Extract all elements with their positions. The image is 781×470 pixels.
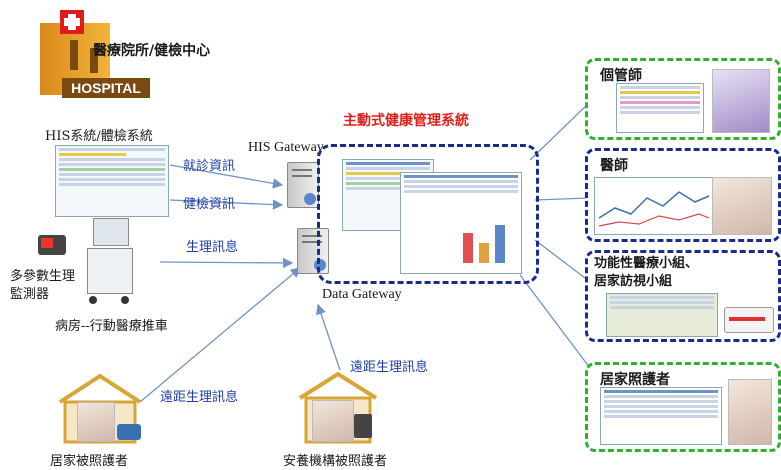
his-system-screenshot [55,145,169,217]
his-system-label: HIS系統/體檢系統 [45,129,153,144]
doctor-label: 醫師 [600,158,628,174]
institution-cared-label: 安養機構被照護者 [283,454,388,469]
checkup-info-label: 健檢資訊 [183,197,236,212]
system-title: 主動式健康管理系統 [343,113,469,129]
his-gateway-server-icon [287,162,319,208]
teams-map-screenshot [606,293,718,337]
hospital-building-icon: HOSPITAL [40,8,150,100]
case-manager-screenshot [616,83,704,133]
central-system-box [317,144,539,284]
doctor-chart-screenshot [594,177,714,235]
teams-box: 功能性醫療小組、 居家訪視小組 [585,250,781,342]
data-gateway-server-icon [297,228,329,274]
teams-label: 功能性醫療小組、 居家訪視小組 [594,256,699,289]
doctor-box: 醫師 [585,148,781,242]
remote-physio-inst-label: 遠距生理訊息 [350,360,429,375]
medical-cart-icon [85,218,135,308]
case-manager-box: 個管師 [585,58,781,140]
physio-info-label: 生理訊息 [186,240,239,255]
ambulance-icon [724,307,774,333]
case-manager-photo [712,69,770,133]
home-caregiver-box: 居家照護者 [585,362,781,452]
central-screenshot-2 [400,172,522,274]
hospital-sign: HOSPITAL [62,78,150,98]
patient-monitor-icon [38,235,66,255]
monitor-label: 多參數生理 監測器 [10,269,76,302]
doctor-photo [712,177,772,235]
hospital-title: 醫療院所/健檢中心 [93,43,211,59]
home-cared-label: 居家被照護者 [50,454,129,469]
remote-physio-home-label: 遠距生理訊息 [160,390,239,405]
home-caregiver-photo [728,379,772,445]
institution-cared-house-icon [298,372,378,444]
visit-info-label: 就診資訊 [183,159,236,174]
data-gateway-label: Data Gateway [322,287,402,302]
his-gateway-label: HIS Gateway [248,140,324,155]
case-manager-label: 個管師 [600,68,642,84]
home-caregiver-screenshot [600,387,722,445]
home-cared-house-icon [55,372,145,444]
cart-label: 病房--行動醫療推車 [55,319,168,334]
home-caregiver-label: 居家照護者 [600,372,670,388]
